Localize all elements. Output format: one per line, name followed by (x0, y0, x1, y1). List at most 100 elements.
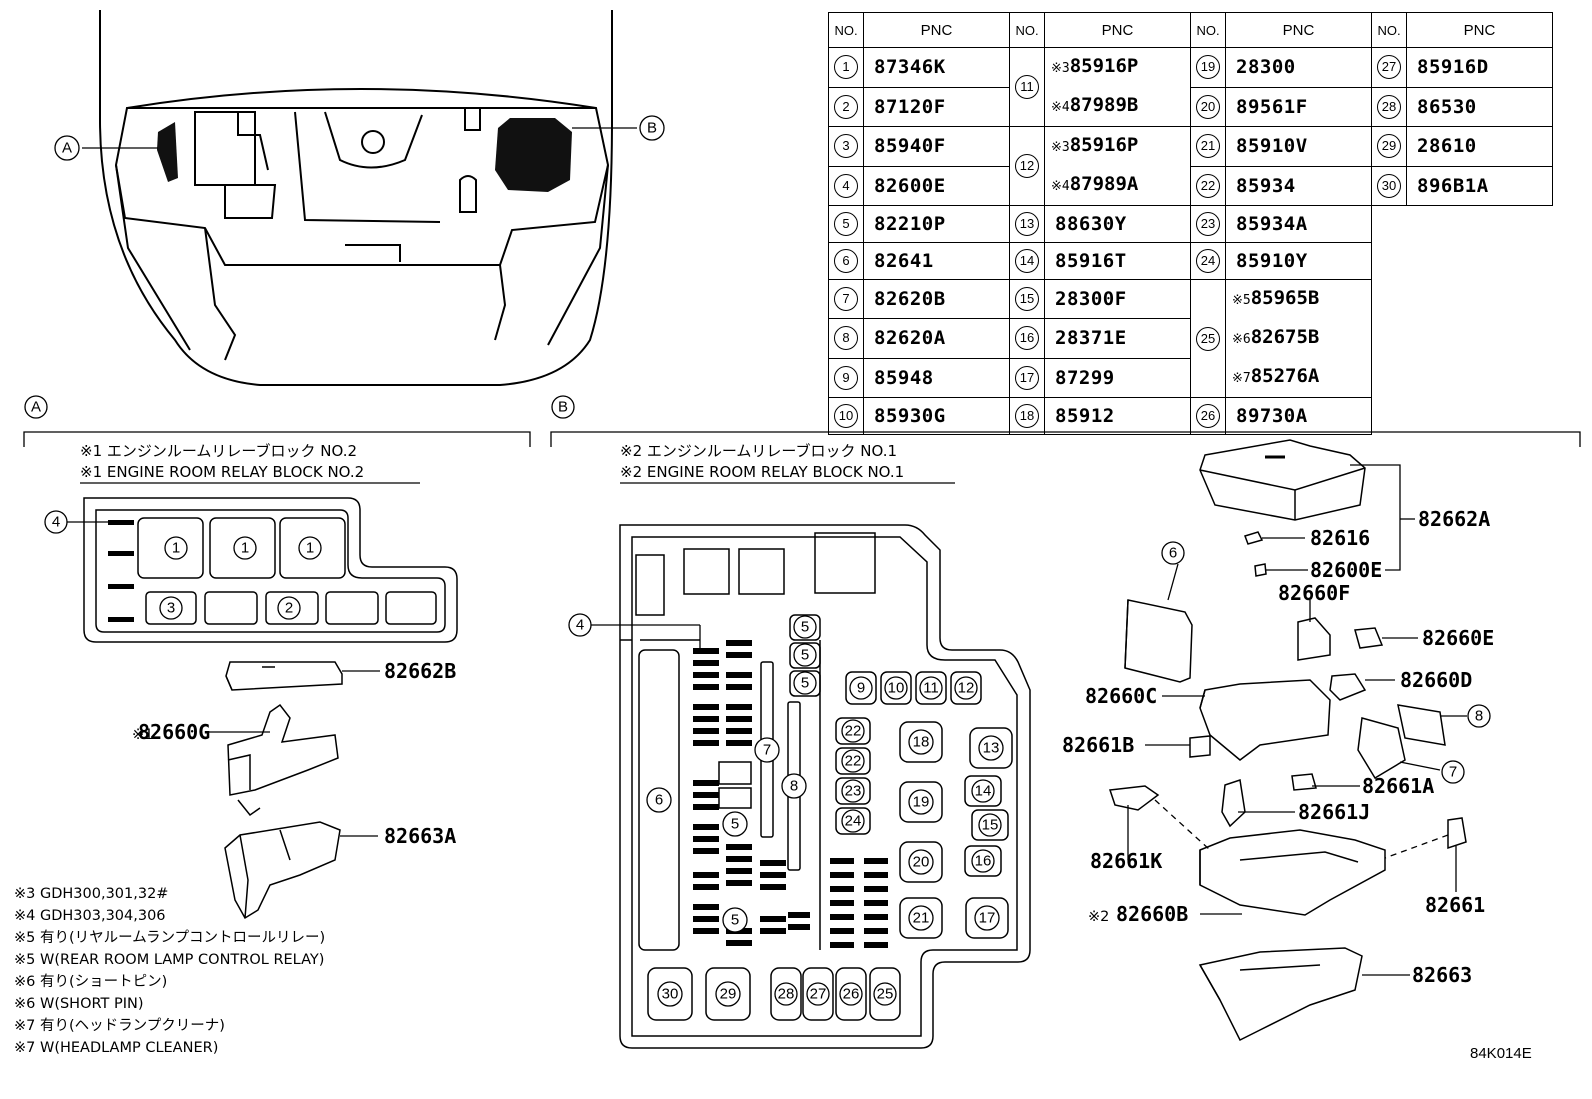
footnote: ※6 W(SHORT PIN) (14, 996, 144, 1012)
section-b-marker: B (558, 399, 568, 416)
slot-number: 18 (913, 734, 930, 751)
caption-jp: ※1 エンジンルームリレーブロック NO.2 (80, 442, 357, 460)
ref-number: 14 (1015, 249, 1039, 273)
ref-number: 15 (1015, 287, 1039, 312)
part-label: 82660B (1116, 902, 1188, 926)
footnote: ※5 有り(リヤルームランプコントロールリレー) (14, 929, 325, 946)
slot-number: 16 (975, 853, 992, 870)
relay-block-bracket (227, 703, 339, 817)
part-label: 82660D (1400, 668, 1472, 692)
part-number: 28300 (1225, 47, 1372, 88)
footnote: ※4 GDH303,304,306 (14, 908, 166, 924)
part-number: 82600E (863, 165, 1010, 206)
slot-number: 26 (843, 986, 860, 1003)
footnote: ※7 有り(ヘッドランプクリーナ) (14, 1017, 225, 1034)
table-row: 10 85930G 18 85912 26 89730A (828, 397, 1553, 435)
slot-number: 7 (763, 742, 771, 759)
ref-number: 13 (1015, 212, 1039, 236)
ref-number: 25 (1196, 326, 1220, 351)
section-a-marker: A (31, 399, 41, 416)
part-labels: 82662A 82616 82600E 82660F 82660E 82660D… (1062, 507, 1494, 987)
ref-number: 3 (834, 134, 858, 159)
slot-1: 1 (306, 540, 314, 557)
part-label-82663a: 82663A (384, 824, 456, 848)
table-row: 4 82600E 22 85934 30 896B1A (828, 165, 1553, 206)
part-number: 28610 (1406, 126, 1553, 167)
col-header-pnc: PNC (1044, 12, 1191, 48)
slot-2: 2 (285, 600, 293, 617)
slot-number: 17 (979, 910, 996, 927)
ref-number: 5 (834, 212, 858, 236)
callout-4: 4 (52, 514, 60, 531)
part-label: 82616 (1310, 526, 1370, 550)
ref-number: 22 (1196, 173, 1220, 198)
part-number: 87299 (1044, 357, 1191, 399)
section-b: B ※2 エンジンルームリレーブロック NO.1 ※2 ENGINE ROOM … (550, 395, 1581, 1049)
caption-en: ※2 ENGINE ROOM RELAY BLOCK NO.1 (620, 463, 904, 481)
part-number: 85912 (1044, 397, 1191, 435)
part-number-variants: ※385916P ※487989A (1044, 126, 1191, 206)
slot-number: 8 (790, 778, 798, 795)
table-row: 1 87346K 11 ※385916P ※487989B 19 28300 2… (828, 47, 1553, 127)
callout-b-label: B (647, 120, 657, 137)
part-label: 82661K (1090, 849, 1162, 873)
slot-number: 14 (975, 783, 992, 800)
slot-3: 3 (167, 600, 175, 617)
table-row: 3 85940F 12 ※385916P ※487989A 21 85910V … (828, 126, 1553, 206)
vehicle-overview (99, 10, 613, 386)
ref-number: 20 (1196, 94, 1220, 119)
part-number: 89730A (1225, 397, 1372, 435)
col-header-no: NO. (1371, 12, 1407, 48)
footnote: ※3 GDH300,301,32# (14, 886, 168, 902)
part-number: 88630Y (1044, 205, 1191, 243)
part-number: 85916T (1044, 242, 1191, 280)
slot-number: 19 (913, 794, 930, 811)
slot-number: 22 (845, 723, 862, 740)
ref-number: 17 (1015, 365, 1039, 390)
part-number: 87346K (863, 47, 1010, 88)
ref-number: 8 (834, 326, 858, 351)
relay-block-lower-case (224, 821, 341, 920)
part-label: 82663 (1412, 963, 1472, 987)
relay-block-cover (225, 661, 343, 691)
caption-jp: ※2 エンジンルームリレーブロック NO.1 (620, 442, 897, 460)
relay-block-no1 (619, 524, 1031, 1049)
slot-number: 28 (778, 986, 795, 1003)
slot-number: 27 (810, 986, 827, 1003)
slot-number: 5 (801, 619, 809, 636)
part-label-82660g: 82660G (138, 720, 210, 744)
slot-number: 24 (845, 813, 862, 830)
callout-number: 6 (1169, 545, 1177, 562)
part-label-82660g-note: ※1 (132, 727, 153, 743)
ref-number: 19 (1196, 55, 1220, 80)
callout-number: 8 (1475, 708, 1483, 725)
part-number-variants: ※585965B ※682675B ※785276A (1225, 279, 1372, 398)
slot-number: 23 (845, 783, 862, 800)
ref-number: 6 (834, 249, 858, 273)
footnote: ※6 有り(ショートピン) (14, 973, 167, 990)
part-label: 82661A (1362, 774, 1434, 798)
fuse-box-location-b (495, 118, 572, 192)
table-row: 7 82620B 15 28300F 25 ※585965B ※682675B … (828, 278, 1553, 398)
slot-number: 10 (888, 680, 905, 697)
ref-number: 18 (1015, 404, 1039, 428)
fuse-box-location-a (157, 122, 178, 182)
part-label: 82661J (1298, 800, 1370, 824)
part-label-note: ※2 (1088, 909, 1109, 925)
fuse-strip (108, 520, 134, 622)
part-label: 82661 (1425, 893, 1485, 917)
part-number: 28300F (1044, 278, 1191, 320)
ref-number: 26 (1196, 404, 1220, 428)
ref-number: 16 (1015, 326, 1039, 351)
relay-block-no2 (83, 497, 458, 643)
callout-a-label: A (62, 140, 72, 157)
ref-number: 9 (834, 365, 858, 390)
part-number: 85940F (863, 126, 1010, 167)
ref-number: 30 (1377, 173, 1401, 198)
col-header-no: NO. (828, 12, 864, 48)
section-a: A ※1 エンジンルームリレーブロック NO.2 ※1 ENGINE ROOM … (23, 395, 531, 920)
slot-number: 15 (982, 817, 999, 834)
part-number: 85916D (1406, 47, 1553, 88)
part-number: 82620A (863, 318, 1010, 359)
